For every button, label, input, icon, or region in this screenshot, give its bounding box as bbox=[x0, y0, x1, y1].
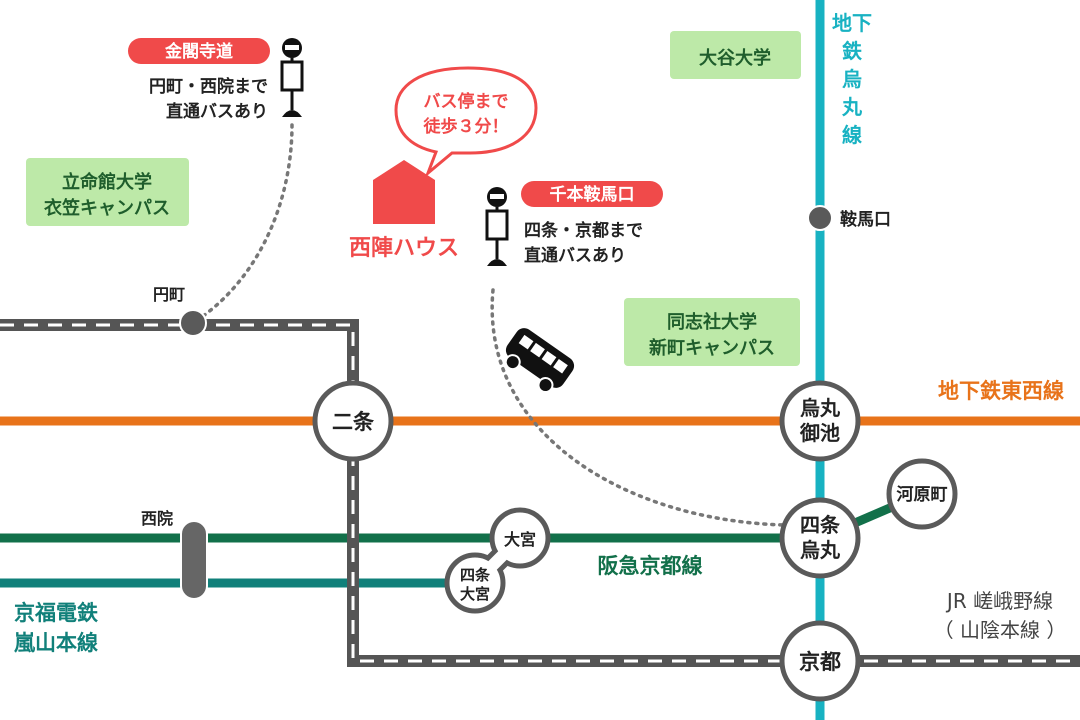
bus-stop-kinkakuji-note2: 直通バスあり bbox=[166, 101, 268, 122]
label-karasuma-2: 鉄 bbox=[842, 39, 862, 63]
bus-stop-kinkakuji-note1: 円町・西院まで bbox=[149, 76, 268, 97]
station-saiin-marker bbox=[180, 520, 208, 600]
station-kyoto-label: 京都 bbox=[799, 650, 841, 674]
bus-stop-kinkakuji: 金閣寺道 円町・西院まで 直通バスあり bbox=[128, 38, 304, 122]
station-shijo-karasuma-line1: 四条 bbox=[800, 513, 841, 537]
label-subway-tozai: 地下鉄東西線 bbox=[938, 379, 1064, 403]
station-omiya-group: 大宮 四条 大宮 bbox=[444, 507, 551, 614]
bus-stop-sign-icon bbox=[485, 187, 509, 266]
label-karasuma-3: 烏 bbox=[842, 67, 862, 91]
bus-stop-senbon-name: 千本鞍馬口 bbox=[550, 184, 635, 205]
station-saiin-label: 西院 bbox=[141, 509, 173, 528]
label-karasuma-4: 丸 bbox=[841, 95, 863, 119]
station-nijo: 二条 bbox=[312, 380, 394, 462]
campus-ritsumeikan: 立命館大学 衣笠キャンパス bbox=[26, 158, 189, 226]
station-kuramaguchi-marker bbox=[807, 205, 833, 231]
label-jr-line1: JR 嵯峨野線 bbox=[945, 589, 1053, 613]
campus-doshisha-line1: 同志社大学 bbox=[667, 311, 757, 333]
house-name: 西陣ハウス bbox=[349, 236, 459, 261]
station-enmachi-label: 円町 bbox=[153, 285, 185, 304]
label-keifuku-line1: 京福電鉄 bbox=[14, 601, 98, 625]
bus-stop-senbon-badge bbox=[521, 181, 663, 207]
bus-stop-kinkakuji-badge bbox=[128, 38, 270, 64]
label-karasuma-1: 地下 bbox=[832, 11, 872, 35]
label-keifuku-line2: 嵐山本線 bbox=[14, 631, 98, 655]
station-shijo-karasuma-line2: 烏丸 bbox=[800, 538, 841, 562]
bus-stop-sign-icon bbox=[280, 38, 304, 117]
station-shijo-omiya-line1: 四条 bbox=[460, 566, 491, 584]
label-jr-line2: （ 山陰本線 ） bbox=[934, 618, 1067, 642]
speech-bubble-line2: 徒歩３分！ bbox=[423, 116, 509, 137]
speech-bubble-line1: バス停まで bbox=[424, 91, 509, 112]
line-jr bbox=[0, 319, 1080, 667]
speech-bubble: バス停まで 徒歩３分！ bbox=[394, 66, 538, 178]
campus-ritsumeikan-line1: 立命館大学 bbox=[62, 171, 152, 193]
station-omiya-label: 大宮 bbox=[504, 530, 536, 549]
station-enmachi-marker bbox=[179, 309, 207, 337]
bus-stop-kinkakuji-name: 金閣寺道 bbox=[164, 41, 233, 62]
station-karasuma-oike-line1: 烏丸 bbox=[800, 396, 841, 420]
bus-stop-senbon-note1: 四条・京都まで bbox=[524, 220, 643, 241]
label-hankyu: 阪急京都線 bbox=[598, 554, 703, 578]
bus-stop-senbon-note2: 直通バスあり bbox=[524, 245, 626, 266]
bus-stop-senbon-kuramaguchi: 千本鞍馬口 四条・京都まで 直通バスあり bbox=[485, 181, 663, 266]
nishijin-house: 西陣ハウス バス停まで 徒歩３分！ bbox=[349, 66, 538, 261]
station-kawaramachi: 河原町 bbox=[886, 458, 958, 530]
bus-route-kinkakuji bbox=[191, 123, 294, 325]
campus-otani-label: 大谷大学 bbox=[699, 47, 771, 69]
campus-doshisha-line2: 新町キャンパス bbox=[649, 337, 775, 359]
station-kuramaguchi-label: 鞍馬口 bbox=[840, 209, 891, 230]
bus-route-senbon bbox=[490, 288, 786, 527]
station-shijo-omiya-line2: 大宮 bbox=[460, 585, 490, 603]
bus-icon bbox=[504, 328, 575, 394]
campus-ritsumeikan-line2: 衣笠キャンパス bbox=[44, 197, 170, 219]
station-nijo-label: 二条 bbox=[332, 410, 375, 434]
station-shijo-karasuma: 四条 烏丸 bbox=[779, 497, 861, 579]
label-subway-karasuma: 地下 鉄 烏 丸 線 bbox=[832, 11, 872, 147]
station-kyoto: 京都 bbox=[779, 620, 861, 702]
campus-doshisha: 同志社大学 新町キャンパス bbox=[624, 298, 800, 366]
label-karasuma-5: 線 bbox=[842, 123, 862, 147]
station-karasuma-oike: 烏丸 御池 bbox=[779, 380, 861, 462]
station-karasuma-oike-line2: 御池 bbox=[799, 421, 840, 445]
house-icon bbox=[373, 160, 435, 224]
station-kawaramachi-label: 河原町 bbox=[897, 485, 948, 505]
campus-otani: 大谷大学 bbox=[670, 31, 801, 79]
